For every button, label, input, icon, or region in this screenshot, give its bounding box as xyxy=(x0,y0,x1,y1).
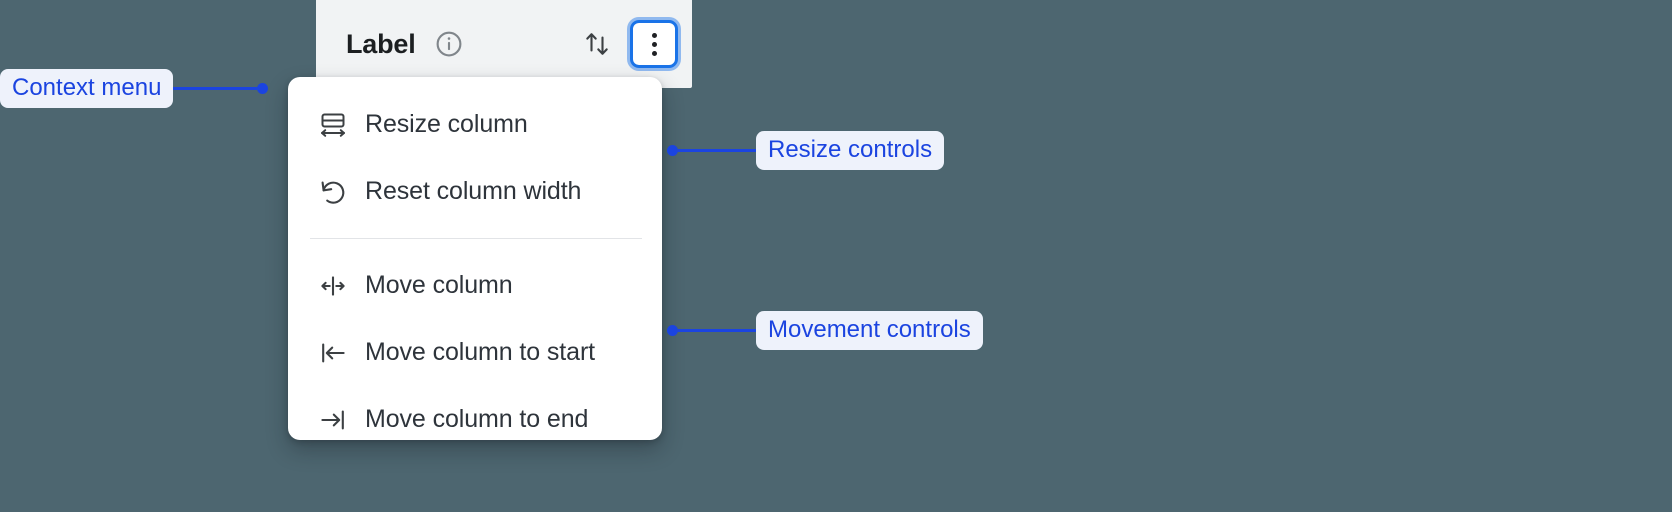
menu-item-label: Move column to end xyxy=(365,405,589,433)
annotation-label: Resize controls xyxy=(756,131,945,170)
annotation-leader-line xyxy=(173,87,258,90)
annotation-leader-line xyxy=(678,329,756,332)
kebab-dot xyxy=(651,32,657,38)
menu-item-move-column-to-end[interactable]: Move column to end xyxy=(288,386,662,453)
annotation-movement-controls: Movement controls xyxy=(667,311,983,350)
kebab-dots xyxy=(651,32,657,56)
info-circle-icon[interactable] xyxy=(434,29,464,59)
column-header-card: Label xyxy=(316,0,692,88)
page-title: Label xyxy=(346,28,416,59)
menu-item-label: Resize column xyxy=(365,110,528,138)
annotation-endpoint-dot xyxy=(667,325,678,336)
context-menu: Resize column Reset column width xyxy=(288,77,662,440)
annotation-label: Context menu xyxy=(0,69,174,108)
menu-item-label: Reset column width xyxy=(365,177,582,205)
annotation-endpoint-dot xyxy=(257,83,269,94)
menu-item-label: Move column to start xyxy=(365,338,596,366)
sort-arrows-up-down-icon[interactable] xyxy=(576,23,618,65)
annotation-leader-line xyxy=(678,149,756,152)
annotation-resize-controls: Resize controls xyxy=(667,131,945,170)
menu-divider xyxy=(310,238,642,239)
annotation-endpoint-dot xyxy=(667,145,678,156)
annotation-label: Movement controls xyxy=(756,311,983,350)
kebab-dot xyxy=(651,41,657,47)
menu-item-resize-column[interactable]: Resize column xyxy=(288,91,662,158)
menu-item-label: Move column xyxy=(365,271,513,299)
undo-rotate-left-icon xyxy=(317,176,349,208)
menu-item-reset-column-width[interactable]: Reset column width xyxy=(288,158,662,225)
move-to-start-arrow-left-bar-icon xyxy=(317,337,349,369)
resize-column-horizontal-icon xyxy=(317,109,349,141)
menu-item-move-column[interactable]: Move column xyxy=(288,252,662,319)
kebab-dot xyxy=(651,50,657,56)
move-to-end-arrow-right-bar-icon xyxy=(317,404,349,436)
menu-item-move-column-to-start[interactable]: Move column to start xyxy=(288,319,662,386)
more-vertical-kebab-icon[interactable] xyxy=(630,20,678,68)
annotation-context-menu: Context menu xyxy=(0,69,269,108)
move-column-left-right-icon xyxy=(317,270,349,302)
